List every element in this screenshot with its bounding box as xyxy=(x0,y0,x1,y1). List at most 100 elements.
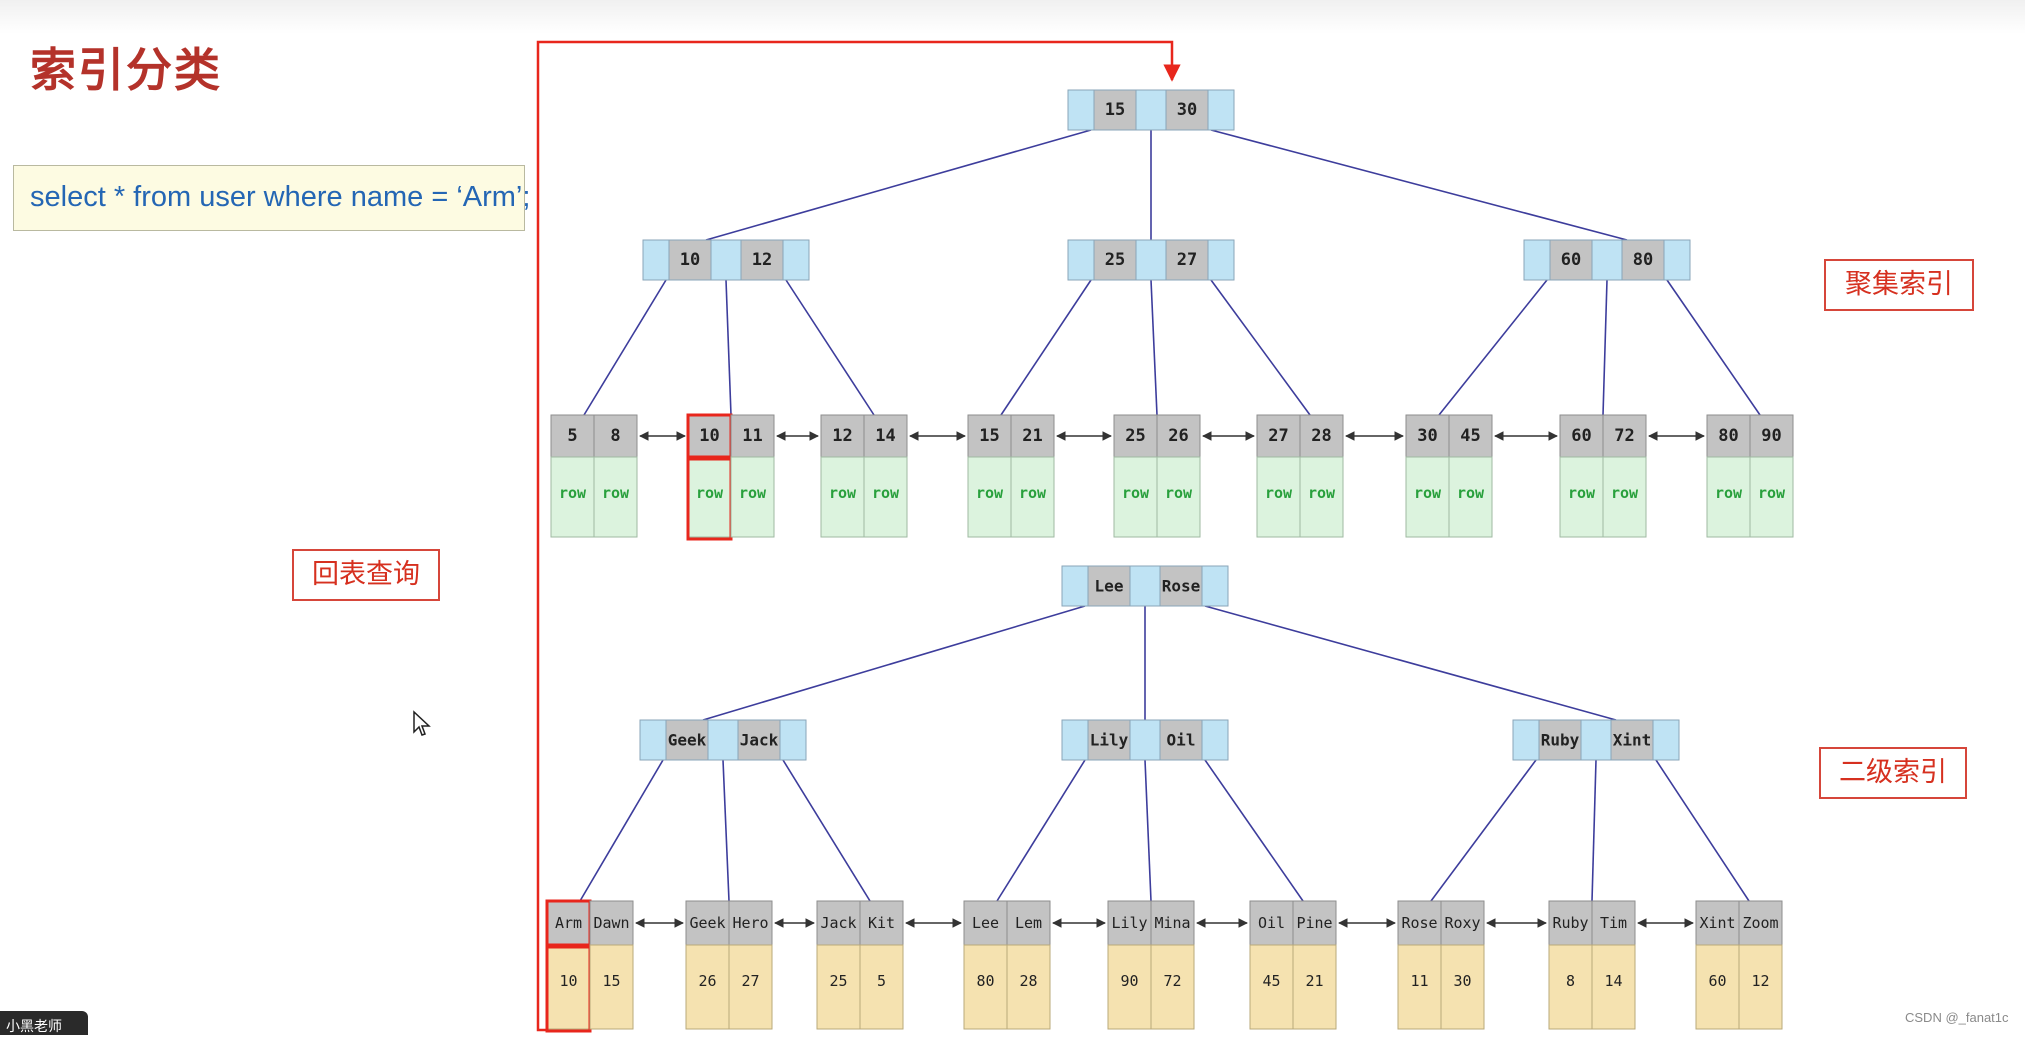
node-key: 60 xyxy=(1561,250,1581,270)
leaf-value-cell xyxy=(685,944,730,1030)
leaf-row-cell xyxy=(1156,456,1201,538)
pointer-cell xyxy=(1067,89,1095,131)
node-key: 80 xyxy=(1633,250,1653,270)
node-key: Geek xyxy=(668,731,707,750)
leaf-key: 45 xyxy=(1460,426,1480,446)
leaf-value-cell xyxy=(1397,944,1442,1030)
bottom-tab[interactable]: 小黑老师 xyxy=(0,1011,88,1035)
credit-watermark: CSDN @_fanat1c xyxy=(1905,1010,2009,1025)
leaf-value-cell xyxy=(1738,944,1783,1030)
leaf-key-cell xyxy=(550,414,595,458)
node-key: Ruby xyxy=(1541,731,1580,750)
leaf-row-cell xyxy=(1749,456,1794,538)
leaf-row-cell xyxy=(967,456,1012,538)
tree-edge xyxy=(1602,279,1608,416)
leaf-key-cell xyxy=(589,900,634,946)
clustered-internal-node: 60 80 xyxy=(1523,239,1691,281)
pointer-cell xyxy=(1129,719,1161,761)
tree-edge xyxy=(702,605,1086,721)
leaf-key-cell xyxy=(1256,414,1301,458)
leaf-value: 21 xyxy=(1305,972,1323,990)
leaf-row: row xyxy=(976,484,1004,502)
pointer-cell xyxy=(1135,239,1167,281)
leaf-key-cell xyxy=(820,414,865,458)
leaf-key: Oil xyxy=(1258,914,1285,932)
leaf-key-cell xyxy=(728,900,773,946)
leaf-key: Dawn xyxy=(593,914,629,932)
leaf-key: 80 xyxy=(1718,426,1738,446)
leaf-key-cell xyxy=(1738,900,1783,946)
leaf-key-cell xyxy=(859,900,904,946)
leaf-key: 27 xyxy=(1268,426,1288,446)
leaf-key-cell xyxy=(1591,900,1636,946)
node-key: Lee xyxy=(1095,577,1124,596)
tree-edge xyxy=(705,129,1092,241)
leaf-value-cell xyxy=(963,944,1008,1030)
leaf-key: Arm xyxy=(555,914,582,932)
pointer-cell xyxy=(1663,239,1691,281)
key-cell xyxy=(1549,239,1593,281)
leaf-value-cell xyxy=(1695,944,1740,1030)
pointer-cell xyxy=(1061,719,1089,761)
leaf-key: 15 xyxy=(979,426,999,446)
leaf-key: Tim xyxy=(1600,914,1627,932)
tree-edge xyxy=(785,279,875,416)
leaf-row: row xyxy=(1414,484,1442,502)
leaf-row-cell xyxy=(1256,456,1301,538)
key-cell xyxy=(1165,89,1209,131)
leaf-value-cell xyxy=(1548,944,1593,1030)
node-key: Oil xyxy=(1167,731,1196,750)
leaf-row-cell xyxy=(820,456,865,538)
leaf-key: 30 xyxy=(1417,426,1437,446)
leaf-row-cell xyxy=(1559,456,1604,538)
leaf-row: row xyxy=(1715,484,1743,502)
leaf-key-cell xyxy=(1448,414,1493,458)
leaf-row-cell xyxy=(1706,456,1751,538)
leaf-value-cell xyxy=(589,944,634,1030)
leaf-row: row xyxy=(1611,484,1639,502)
leaf-key: 28 xyxy=(1311,426,1331,446)
pointer-cell xyxy=(707,719,739,761)
leaf-key: Xint xyxy=(1699,914,1735,932)
leaf-key: Rose xyxy=(1401,914,1437,932)
leaf-value-cell xyxy=(1107,944,1152,1030)
leaf-key: 11 xyxy=(742,426,762,446)
pointer-cell xyxy=(639,719,667,761)
leaf-key-cell xyxy=(1559,414,1604,458)
leaf-value: 28 xyxy=(1019,972,1037,990)
leaf-row: row xyxy=(602,484,630,502)
tree-edge xyxy=(1430,759,1537,902)
leaf-row: row xyxy=(1758,484,1786,502)
lookup-query-label: 回表查询 xyxy=(292,549,440,601)
leaf-key-cell xyxy=(593,414,638,458)
leaf-key-cell xyxy=(1150,900,1195,946)
pointer-cell xyxy=(1201,565,1229,607)
pointer-cell xyxy=(779,719,807,761)
leaf-row: row xyxy=(1019,484,1047,502)
pointer-cell xyxy=(1067,239,1095,281)
pointer-cell xyxy=(1207,89,1235,131)
leaf-row-cell xyxy=(550,456,595,538)
leaf-key-cell xyxy=(1292,900,1337,946)
leaf-key: Lem xyxy=(1015,914,1042,932)
page-title: 索引分类 xyxy=(30,43,222,97)
leaf-key: Geek xyxy=(689,914,725,932)
secondary-index-label: 二级索引 xyxy=(1819,747,1967,799)
leaf-row: row xyxy=(1568,484,1596,502)
leaf-key-cell xyxy=(1548,900,1593,946)
node-key: Xint xyxy=(1613,731,1652,750)
node-key: 15 xyxy=(1105,100,1125,120)
tree-edge xyxy=(782,759,871,902)
leaf-key: Zoom xyxy=(1742,914,1778,932)
leaf-key-cell xyxy=(863,414,908,458)
